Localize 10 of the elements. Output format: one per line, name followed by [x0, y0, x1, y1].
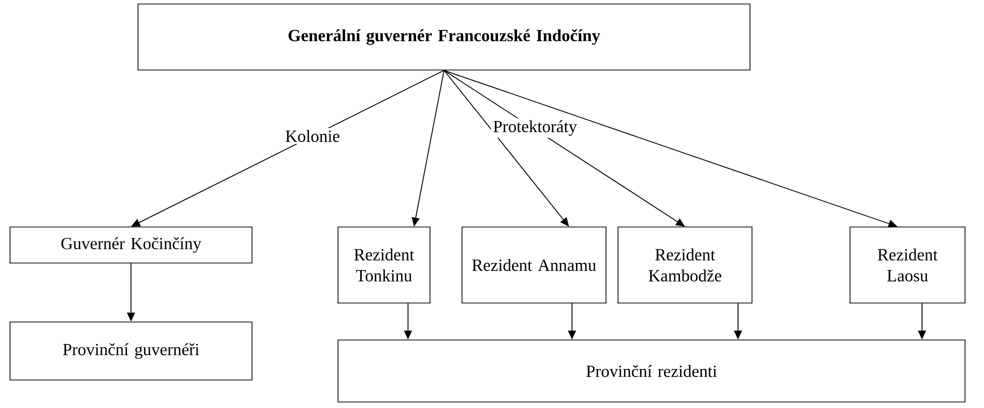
org-box: Rezident Kambodže: [618, 226, 752, 304]
org-box: Provinční rezidenti: [338, 340, 966, 402]
edge-label: Kolonie: [286, 130, 340, 142]
org-box: Provinční guvernéři: [10, 322, 252, 380]
org-box: Guvernér Kočinčíny: [10, 226, 252, 264]
org-box: Rezident Laosu: [850, 226, 966, 304]
branch-label: Protektoráty: [493, 120, 577, 136]
org-box: Rezident Tonkinu: [338, 226, 430, 304]
org-box: Rezident Annamu: [462, 226, 606, 304]
org-box: Generální guvernér Francouzské Indočíny: [138, 4, 750, 70]
